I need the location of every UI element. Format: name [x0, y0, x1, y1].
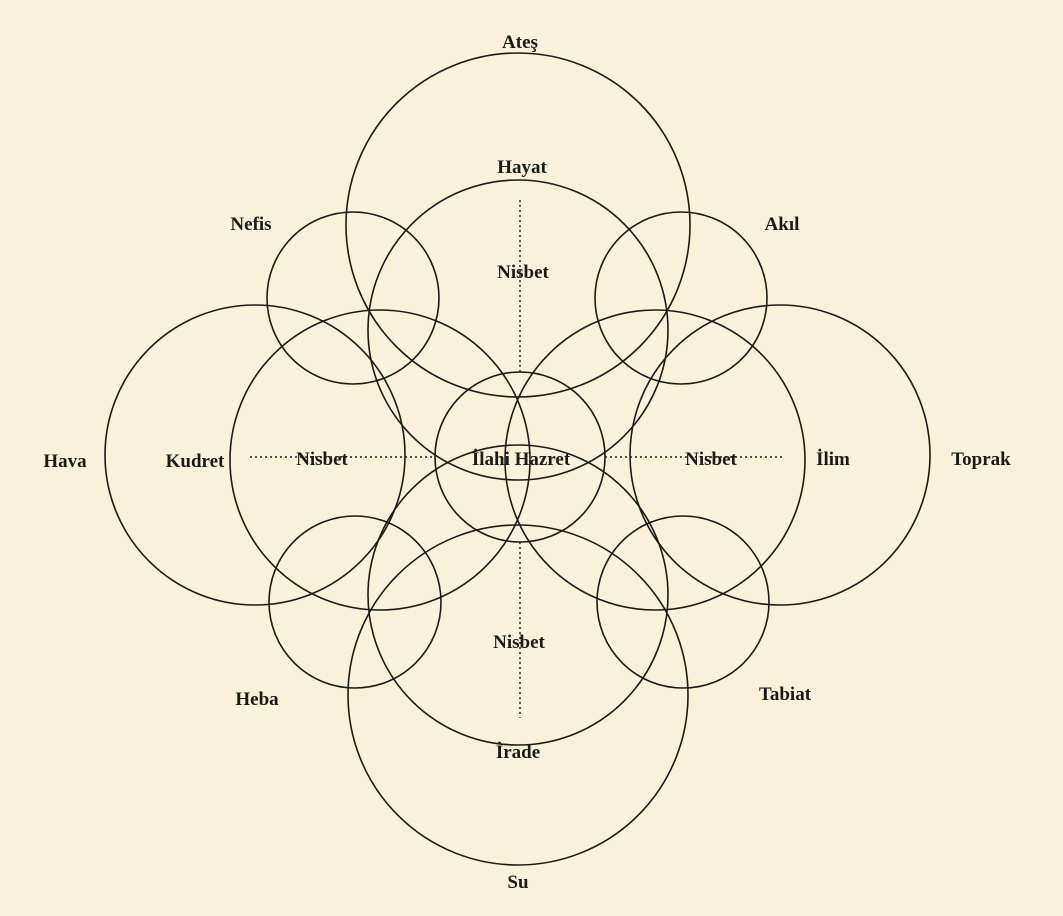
tabiat-label: Tabiat: [759, 684, 812, 705]
nisbet-bottom-label: Nisbet: [493, 632, 545, 653]
irade-circle: [367, 444, 669, 746]
hayat-circle: [367, 179, 669, 481]
su-circle: [347, 524, 689, 866]
su-label: Su: [507, 872, 529, 893]
irade-label: İrade: [496, 742, 540, 763]
ilim-label: İlim: [816, 449, 850, 470]
tabiat-circle: [596, 515, 770, 689]
kudret-label: Kudret: [166, 451, 225, 472]
ilim-circle: [504, 309, 806, 611]
kudret-circle: [229, 309, 531, 611]
nisbet-top-label: Nisbet: [497, 262, 549, 283]
heba-label: Heba: [235, 689, 279, 710]
nefis-circle: [266, 211, 440, 385]
nisbet-right-label: Nisbet: [685, 449, 737, 470]
nisbet-left-label: Nisbet: [296, 449, 348, 470]
hayat-label: Hayat: [497, 157, 547, 178]
hava-label: Hava: [43, 451, 87, 472]
akil-circle: [594, 211, 768, 385]
akil-label: Akıl: [765, 214, 800, 235]
toprak-circle: [629, 304, 931, 606]
hava-circle: [104, 304, 406, 606]
nefis-label: Nefis: [230, 214, 271, 235]
ates-label: Ateş: [502, 32, 538, 53]
toprak-label: Toprak: [951, 449, 1011, 470]
heba-circle: [268, 515, 442, 689]
center-label: İlahi Hazret: [472, 449, 571, 470]
